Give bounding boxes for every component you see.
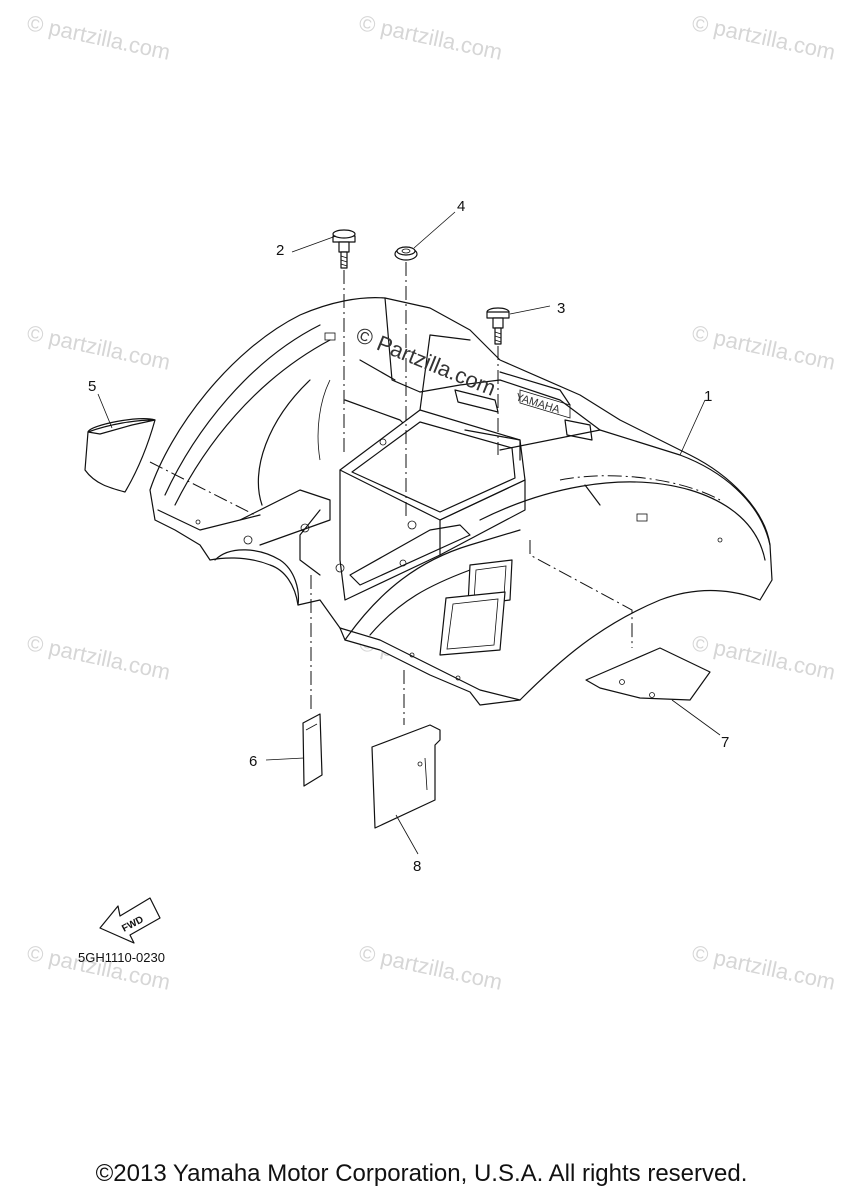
bolt-part-2 bbox=[332, 229, 356, 269]
copyright-notice: ©2013 Yamaha Motor Corporation, U.S.A. A… bbox=[95, 1160, 748, 1187]
callout-2: 2 bbox=[276, 242, 285, 259]
callout-7: 7 bbox=[721, 734, 730, 751]
leader-line-7 bbox=[671, 699, 721, 736]
bolt-part-3 bbox=[486, 307, 510, 345]
leader-line-1 bbox=[679, 399, 706, 456]
callout-3: 3 bbox=[557, 300, 566, 317]
nut-part-4 bbox=[394, 246, 418, 261]
assembly-line-flap-7 bbox=[529, 540, 633, 648]
pad-part-5 bbox=[84, 418, 156, 493]
leader-line-3 bbox=[509, 305, 551, 315]
rear-fender-part-1 bbox=[149, 297, 773, 706]
callout-1: 1 bbox=[704, 388, 713, 405]
leader-line-6 bbox=[265, 757, 305, 761]
callout-5: 5 bbox=[88, 378, 97, 395]
callout-6: 6 bbox=[249, 753, 258, 770]
leader-line-2 bbox=[291, 235, 337, 253]
callout-4: 4 bbox=[457, 198, 466, 215]
leader-line-8 bbox=[395, 814, 419, 855]
plate-part-6 bbox=[302, 713, 323, 787]
leader-line-5 bbox=[97, 393, 113, 429]
leader-line-4 bbox=[413, 211, 456, 249]
diagram-code: 5GH1110-0230 bbox=[78, 950, 165, 965]
forward-arrow-icon bbox=[99, 897, 161, 944]
assembly-line-pad-5 bbox=[149, 461, 256, 516]
callout-8: 8 bbox=[413, 858, 422, 875]
guard-part-8 bbox=[371, 724, 441, 829]
flap-part-7 bbox=[585, 647, 711, 701]
